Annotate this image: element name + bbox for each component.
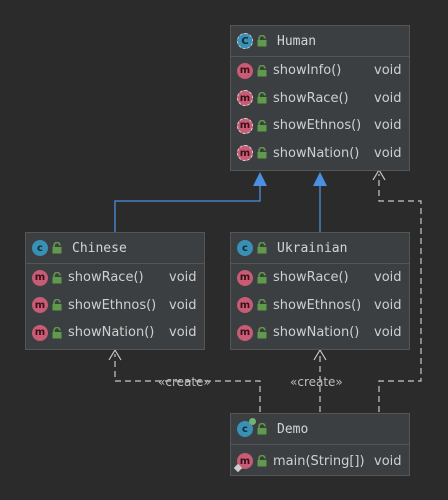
method-return-type: void — [374, 118, 402, 134]
method-icon: m — [32, 269, 48, 286]
dependency-line-demo-chinese[interactable] — [114, 354, 261, 412]
method-return-type: void — [374, 90, 402, 106]
method-row[interactable]: m showEthnos() void — [231, 292, 409, 320]
runnable-class-icon: c — [237, 418, 256, 437]
public-lock-icon — [257, 299, 267, 311]
class-ukrainian[interactable]: c Ukrainian m showRace() void m showEthn… — [230, 232, 410, 350]
public-lock-icon — [257, 326, 267, 339]
method-name: showRace() — [273, 270, 349, 286]
static-method-icon: m — [233, 453, 253, 473]
method-return-type: void — [169, 297, 197, 313]
static-pin-icon — [233, 463, 243, 473]
method-icon: m — [237, 62, 253, 79]
method-row[interactable]: m showEthnos() void — [231, 112, 409, 140]
public-lock-icon — [257, 35, 267, 47]
inheritance-line-chinese[interactable] — [114, 186, 261, 232]
run-badge-icon — [249, 418, 256, 425]
method-name: showEthnos() — [273, 118, 362, 134]
public-lock-icon — [52, 242, 62, 254]
public-lock-icon — [257, 455, 267, 467]
method-return-type: void — [169, 325, 197, 341]
method-name: showEthnos() — [68, 297, 157, 313]
inheritance-arrowhead-chinese — [253, 172, 267, 186]
class-name-chinese: Chinese — [72, 240, 127, 256]
class-name-demo: Demo — [277, 421, 309, 437]
method-row[interactable]: m showEthnos() void — [26, 292, 204, 320]
method-icon: m — [237, 297, 253, 314]
method-return-type: void — [374, 325, 402, 341]
method-row[interactable]: m showNation() void — [231, 140, 409, 168]
class-header-ukrainian: c Ukrainian — [231, 233, 409, 264]
method-icon: m — [32, 324, 48, 341]
method-name: showRace() — [68, 270, 144, 286]
method-row[interactable]: m main(String[]) void — [231, 445, 409, 477]
class-human[interactable]: C Human m showInfo() void m showRace() v… — [230, 25, 410, 171]
method-return-type: void — [169, 270, 197, 286]
method-name: showEthnos() — [273, 297, 362, 313]
class-demo[interactable]: c Demo m main(String[]) void — [230, 413, 410, 476]
method-icon: m — [237, 269, 253, 286]
abstract-method-icon: m — [237, 145, 253, 162]
method-row[interactable]: m showNation() void — [231, 319, 409, 347]
method-name: showNation() — [68, 325, 155, 341]
method-row[interactable]: m showNation() void — [26, 319, 204, 347]
class-chinese[interactable]: c Chinese m showRace() void m showEthnos… — [25, 232, 205, 350]
abstract-class-icon: C — [237, 33, 253, 49]
method-name: showNation() — [273, 145, 360, 161]
method-return-type: void — [374, 270, 402, 286]
dependency-arrowhead-ukrainian — [313, 348, 327, 361]
inheritance-arrowhead-ukrainian — [313, 172, 327, 186]
method-icon: m — [237, 324, 253, 341]
public-lock-icon — [257, 92, 267, 104]
create-label-chinese: «create» — [158, 375, 211, 389]
public-lock-icon — [52, 326, 62, 339]
dependency-arrowhead-chinese — [108, 348, 122, 361]
abstract-method-icon: m — [237, 117, 253, 134]
public-lock-icon — [257, 423, 267, 435]
method-return-type: void — [374, 297, 402, 313]
public-lock-icon — [257, 271, 267, 284]
public-lock-icon — [257, 119, 267, 132]
class-header-human: C Human — [231, 26, 409, 57]
method-return-type: void — [374, 145, 402, 161]
method-name: showRace() — [273, 90, 349, 106]
public-lock-icon — [257, 147, 267, 159]
method-name: showNation() — [273, 325, 360, 341]
dependency-line-demo-human[interactable] — [378, 174, 422, 412]
method-row[interactable]: m showRace() void — [231, 264, 409, 292]
class-icon: c — [237, 240, 253, 256]
public-lock-icon — [257, 242, 267, 254]
class-icon: c — [32, 240, 48, 256]
method-row[interactable]: m showRace() void — [26, 264, 204, 292]
public-lock-icon — [257, 64, 267, 77]
method-icon: m — [32, 297, 48, 314]
method-name: showInfo() — [273, 63, 342, 79]
create-label-ukrainian: «create» — [290, 375, 343, 389]
method-row[interactable]: m showRace() void — [231, 85, 409, 113]
class-header-chinese: c Chinese — [26, 233, 204, 264]
class-name-human: Human — [277, 33, 317, 49]
abstract-method-icon: m — [237, 90, 253, 107]
method-row[interactable]: m showInfo() void — [231, 57, 409, 85]
method-return-type: void — [374, 453, 402, 469]
method-name: main(String[]) — [273, 453, 365, 469]
class-name-ukrainian: Ukrainian — [277, 240, 348, 256]
public-lock-icon — [52, 271, 62, 284]
method-return-type: void — [374, 63, 402, 79]
class-header-demo: c Demo — [231, 414, 409, 445]
public-lock-icon — [52, 299, 62, 311]
